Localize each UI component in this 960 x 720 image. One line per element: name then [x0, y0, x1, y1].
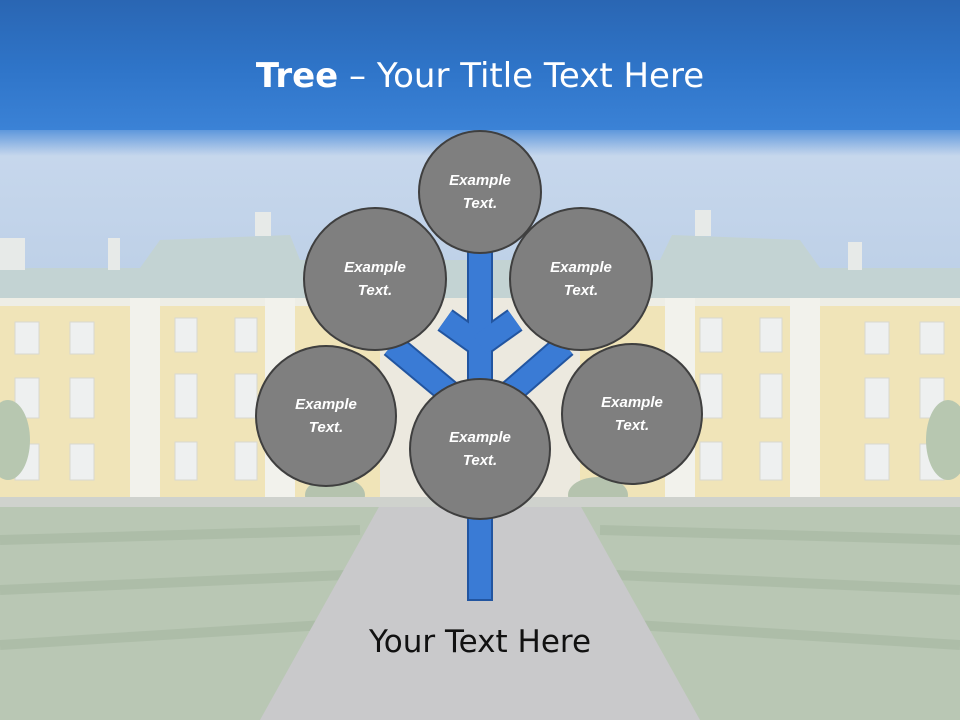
title-text: Your Title Text Here [376, 56, 705, 96]
title-separator: – [338, 56, 377, 96]
node-upper-left: Example Text. [303, 207, 447, 351]
node-lower-left: Example Text. [255, 345, 397, 487]
node-lower-right-label: Example Text. [601, 394, 663, 434]
node-upper-right: Example Text. [509, 207, 653, 351]
node-upper-left-label: Example Text. [344, 259, 406, 299]
node-top: Example Text. [418, 130, 542, 254]
node-center: Example Text. [409, 378, 551, 520]
caption-text: Your Text Here [368, 624, 592, 660]
node-center-label: Example Text. [449, 429, 511, 469]
branch-upper-left [438, 311, 487, 354]
node-upper-right-label: Example Text. [550, 259, 612, 299]
branch-upper-right [473, 311, 522, 354]
node-lower-right: Example Text. [561, 343, 703, 485]
title-bold: Tree [255, 56, 339, 96]
node-top-label: Example Text. [449, 172, 511, 212]
node-lower-left-label: Example Text. [295, 396, 357, 436]
slide-title: Tree – Your Title Text Here [0, 56, 960, 96]
